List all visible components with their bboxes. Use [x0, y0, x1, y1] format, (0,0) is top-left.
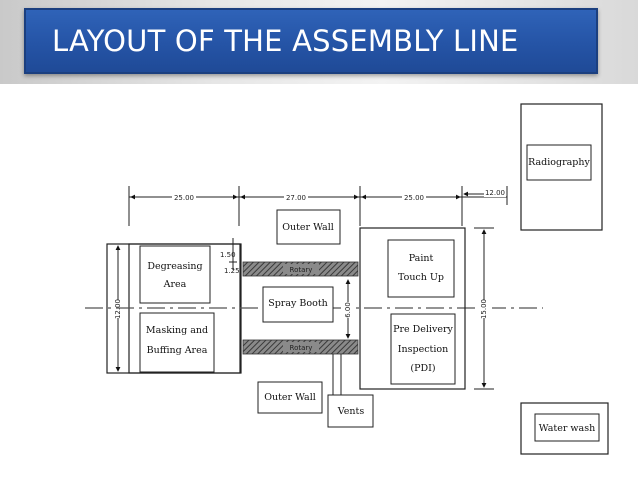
- radiography-area: [520, 103, 603, 231]
- outer-wall-bottom-label: Outer Wall: [264, 392, 316, 403]
- dimension-label-bg: [110, 300, 126, 318]
- paint-touch-up-box: [387, 239, 455, 298]
- water-wash-box: [534, 413, 600, 442]
- pdi-label-line2: Inspection: [398, 344, 448, 355]
- center-height-label: 6.00: [344, 302, 352, 318]
- vents-box: [327, 394, 374, 428]
- gap-second-label: 1.25: [224, 267, 240, 275]
- masking-label-line2: Buffing Area: [147, 345, 208, 356]
- left-width-label: 25.00: [174, 194, 194, 202]
- dimension-label-bg: [284, 193, 308, 202]
- lower-conveyor-label: Rotary: [290, 344, 313, 352]
- far-right-width-label: 12.00: [485, 189, 505, 197]
- title-bar: LAYOUT OF THE ASSEMBLY LINE: [24, 8, 598, 74]
- dimension-label-bg: [172, 193, 196, 202]
- masking-buffing-area-box: [139, 312, 215, 373]
- paint-label-line1: Paint: [409, 253, 434, 264]
- radiography-label: Radiography: [528, 157, 590, 168]
- pdi-label-line3: (PDI): [410, 363, 435, 374]
- conveyor-label-bg: [283, 342, 319, 352]
- paint-label-line2: Touch Up: [398, 272, 444, 283]
- masking-label-line1: Masking and: [146, 325, 208, 336]
- degreasing-label-line2: Area: [163, 279, 187, 290]
- radiography-box: [526, 144, 592, 181]
- outer-wall-top-label: Outer Wall: [282, 222, 334, 233]
- water-wash-label: Water wash: [539, 423, 595, 434]
- dimension-label-bg: [341, 302, 355, 318]
- dimension-label-bg: [484, 188, 506, 197]
- spray-booth-box: [262, 286, 334, 323]
- pdi-label-line1: Pre Delivery: [393, 324, 453, 335]
- center-width-label: 27.00: [286, 194, 306, 202]
- degreasing-label-line1: Degreasing: [147, 261, 202, 272]
- dimension-label-bg: [402, 193, 426, 202]
- outer-wall-bottom-box: [257, 381, 323, 414]
- water-wash-area: [520, 402, 609, 455]
- dimension-label-bg: [476, 300, 492, 318]
- upper-conveyor-label: Rotary: [290, 266, 313, 274]
- spray-booth-label: Spray Booth: [268, 298, 328, 309]
- vents-label: Vents: [337, 406, 365, 417]
- right-width-label: 25.00: [404, 194, 424, 202]
- right-block: [359, 227, 466, 390]
- outer-wall-top-box: [276, 209, 341, 245]
- degreasing-area-box: [139, 245, 211, 304]
- left-height-label: 12.00: [114, 299, 122, 319]
- conveyor-label-bg: [283, 264, 319, 274]
- right-height-label: 15.00: [480, 299, 488, 319]
- gap-top-label: 1.50: [220, 251, 236, 259]
- pdi-box: [390, 313, 456, 385]
- slide-title: LAYOUT OF THE ASSEMBLY LINE: [52, 24, 519, 58]
